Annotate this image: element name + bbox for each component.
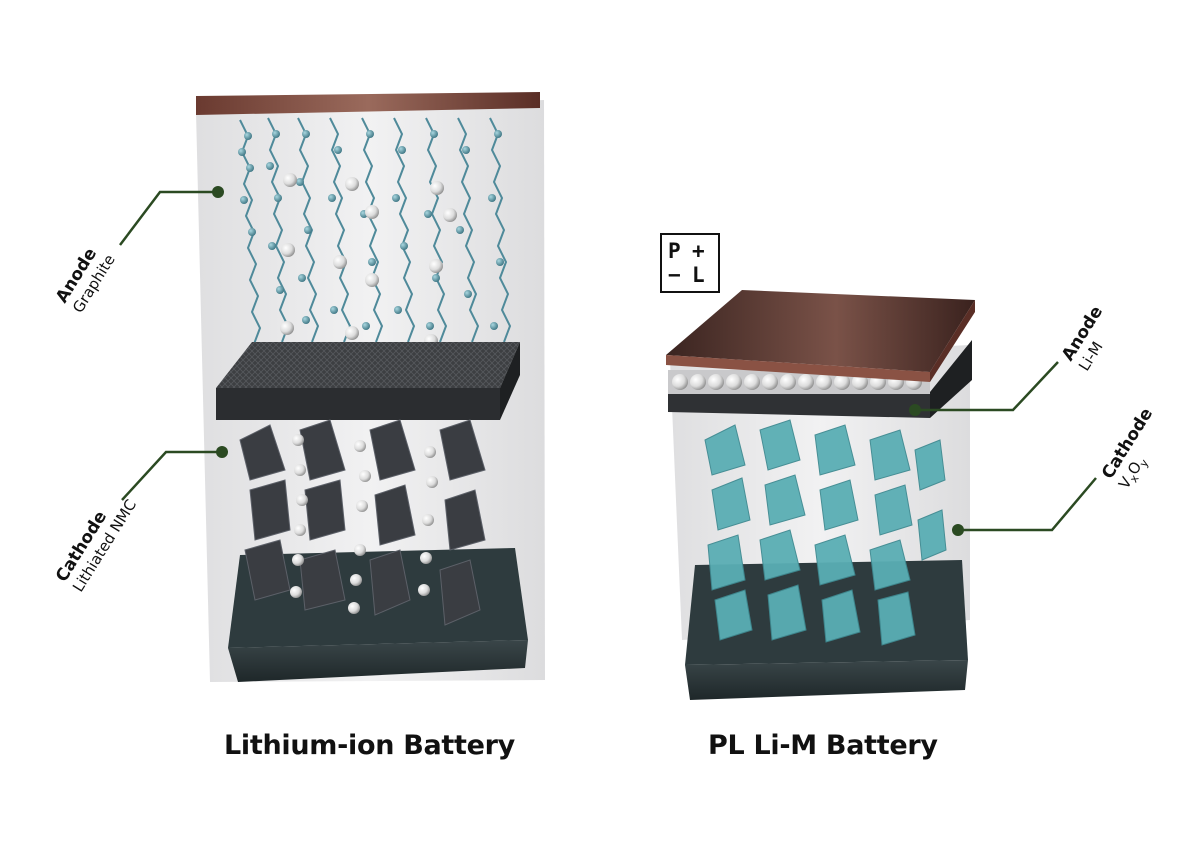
left-cathode-marker — [216, 446, 228, 458]
lithium-ions-anode — [280, 173, 457, 348]
logo-plus: + — [692, 239, 705, 263]
right-separator — [668, 392, 930, 418]
right-anode-callout — [915, 361, 1059, 412]
left-cathode-callout — [121, 450, 222, 501]
lithium-metal-spheres — [672, 374, 922, 390]
right-cathode-callout — [958, 477, 1097, 532]
logo-p: P — [668, 239, 681, 263]
lithium-ion-battery-cell — [196, 92, 545, 682]
logo-l: L — [692, 263, 705, 287]
pl-li-m-battery-cell — [666, 290, 975, 700]
logo-minus: − — [668, 263, 681, 287]
right-anode-marker — [909, 404, 921, 416]
left-anode-marker — [212, 186, 224, 198]
right-cathode-marker — [952, 524, 964, 536]
left-battery-caption: Lithium-ion Battery — [224, 730, 515, 761]
left-separator — [216, 342, 520, 388]
lithium-ions-cathode — [290, 434, 438, 614]
vxoy-crystal-structure — [704, 419, 947, 646]
right-battery-caption: PL Li-M Battery — [708, 730, 938, 761]
left-copper-collector — [196, 92, 540, 115]
nmc-crystal-structure — [239, 419, 486, 626]
left-anode-callout — [119, 190, 218, 246]
right-copper-top — [666, 290, 975, 372]
pl-logo: P + − L — [660, 233, 720, 293]
graphite-atoms — [238, 130, 504, 330]
